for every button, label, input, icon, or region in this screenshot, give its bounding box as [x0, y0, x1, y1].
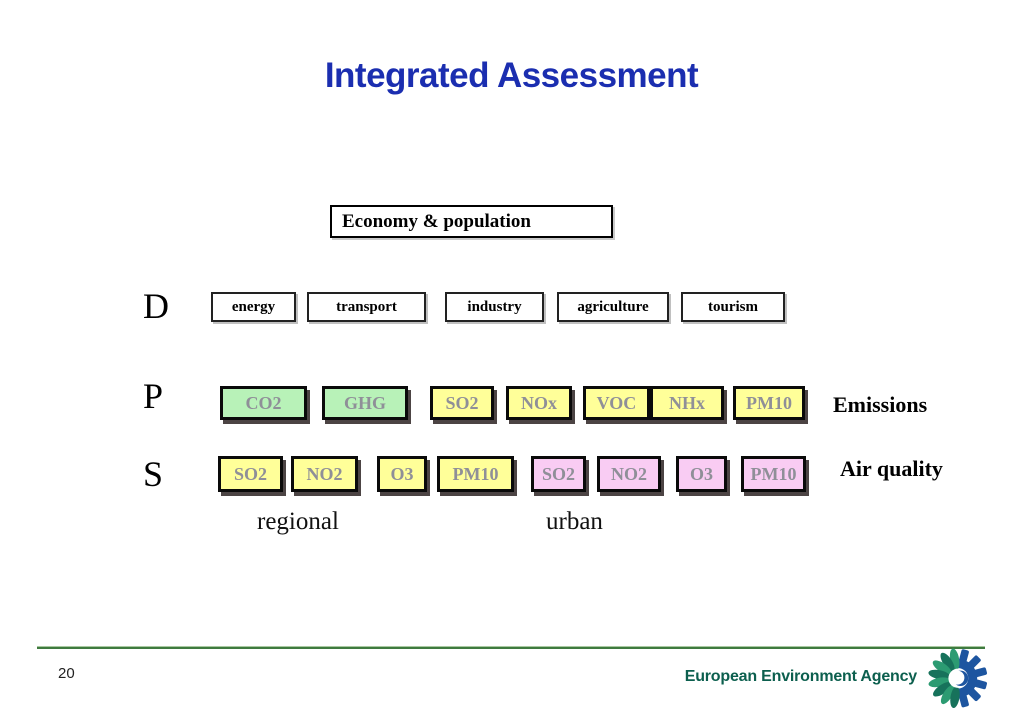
pressure-box-ghg: GHG: [322, 386, 408, 420]
state-box-urban-o3: O3: [676, 456, 727, 492]
pressure-box-nhx: NHx: [650, 386, 724, 420]
slide-title: Integrated Assessment: [324, 56, 699, 95]
state-box-urban-so2: SO2: [531, 456, 586, 492]
state-box-urban-no2: NO2: [597, 456, 661, 492]
pressure-box-pm10: PM10: [733, 386, 805, 420]
row-label-state: S: [143, 454, 164, 494]
eea-wordmark: European Environment Agency: [684, 668, 917, 685]
driver-box-transport: transport: [307, 292, 426, 322]
driver-box-energy: energy: [211, 292, 296, 322]
urban-scale-label: urban: [546, 508, 603, 535]
economy-population-box: Economy & population: [330, 205, 613, 238]
economy-population-label: Economy & population: [342, 210, 531, 232]
state-box-regional-so2: SO2: [218, 456, 283, 492]
pressure-box-voc: VOC: [583, 386, 650, 420]
pressure-box-nox: NOx: [506, 386, 572, 420]
page-number: 20: [58, 665, 75, 682]
state-box-regional-no2: NO2: [291, 456, 358, 492]
row-label-pressures: P: [143, 376, 164, 416]
regional-scale-label: regional: [257, 508, 339, 535]
air-quality-caption: Air quality: [840, 456, 943, 481]
emissions-caption: Emissions: [833, 392, 928, 417]
driver-box-agriculture: agriculture: [557, 292, 669, 322]
pressure-box-so2: SO2: [430, 386, 494, 420]
eea-flower-icon: [928, 648, 987, 708]
row-label-drivers: D: [143, 286, 169, 326]
pressure-box-co2: CO2: [220, 386, 307, 420]
state-box-urban-pm10: PM10: [741, 456, 806, 492]
driver-box-industry: industry: [445, 292, 544, 322]
driver-box-tourism: tourism: [681, 292, 785, 322]
state-box-regional-o3: O3: [377, 456, 427, 492]
footer-divider: [37, 646, 985, 649]
state-box-regional-pm10: PM10: [437, 456, 514, 492]
